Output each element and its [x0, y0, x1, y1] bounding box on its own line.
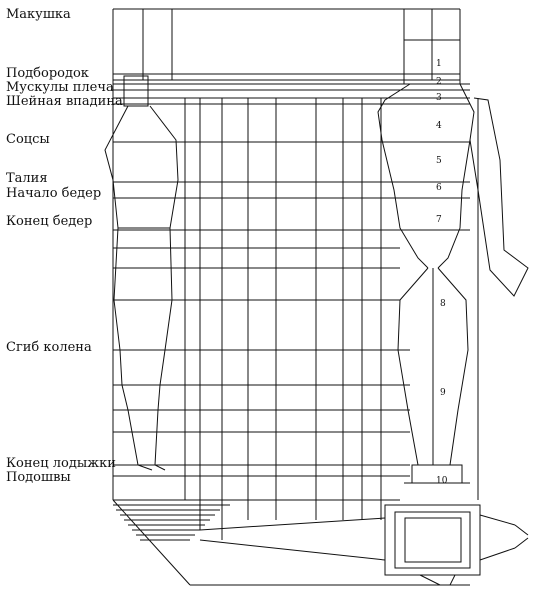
segment-number: 3	[436, 93, 442, 103]
vertical-lines	[185, 98, 478, 540]
label-hips-start: Начало бедер	[6, 186, 102, 201]
segment-number: 5	[436, 156, 442, 166]
front-figure	[378, 40, 528, 483]
label-chin: Подбородок	[6, 66, 89, 81]
label-waist: Талия	[6, 171, 48, 186]
label-knee-bend: Сгиб колена	[6, 340, 92, 355]
segment-numbers: 1 2 3 4 5 6 7 8 9 10	[436, 59, 448, 486]
segment-number: 6	[436, 183, 442, 193]
segment-number: 10	[436, 476, 448, 486]
floor-hatching	[113, 505, 230, 540]
label-hips-end: Конец бедер	[6, 214, 93, 229]
label-crown: Макушка	[6, 7, 71, 22]
label-calf-end: Конец лодыжки	[6, 456, 116, 471]
label-shoulder-muscles: Мускулы плеча	[6, 80, 114, 95]
segment-number: 7	[436, 215, 442, 225]
segment-number: 8	[440, 299, 446, 309]
segment-number: 4	[436, 121, 442, 131]
label-neck-hollow: Шейная впадина	[6, 94, 123, 109]
side-figure	[105, 76, 178, 470]
segment-number: 2	[436, 77, 442, 87]
label-nipples: Соцсы	[6, 132, 50, 147]
segment-number: 9	[440, 388, 446, 398]
foot-plan	[200, 505, 528, 585]
label-soles: Подошвы	[6, 470, 71, 485]
box-frame	[113, 9, 470, 585]
segment-number: 1	[436, 59, 442, 69]
level-lines	[113, 84, 470, 476]
